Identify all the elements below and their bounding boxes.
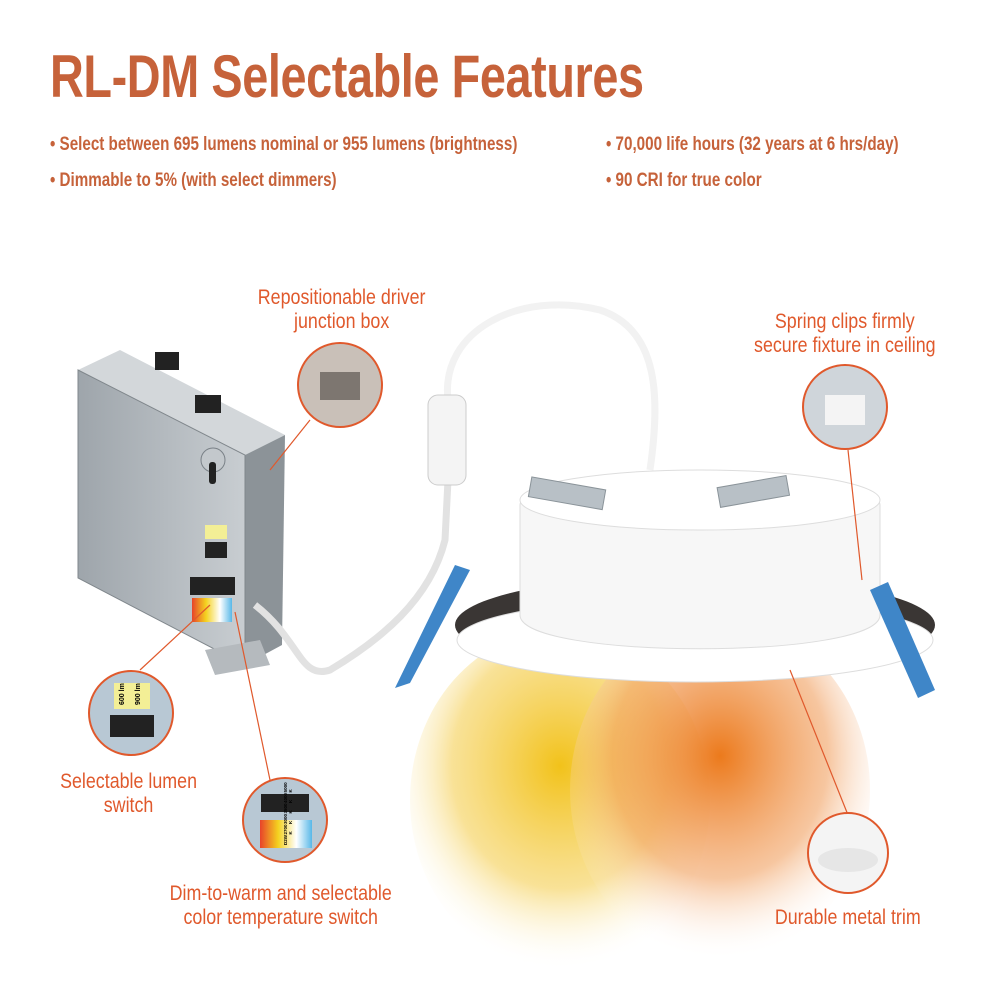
color-label: 3500 K	[283, 803, 293, 814]
lumen-switch-photo: 600 lm 900 lm	[88, 670, 174, 756]
callout-lines	[139, 419, 863, 816]
cable	[252, 301, 659, 675]
callout-line: switch	[103, 794, 154, 817]
spring-clips-photo	[802, 364, 888, 450]
callout-metal-trim: Durable metal trim	[775, 906, 921, 930]
color-label: 3000 K	[283, 813, 293, 824]
page-title: RL-DM Selectable Features	[50, 43, 644, 110]
callout-line: junction box	[294, 310, 390, 333]
color-temp-labels: D2W 2700 K 3000 K 3500 K 4000 K 5000 K	[283, 782, 293, 845]
color-label: D2W	[283, 835, 288, 845]
metal-trim-photo	[807, 812, 889, 894]
color-label: 5000 K	[283, 782, 293, 793]
color-label: 4000 K	[283, 792, 293, 803]
feature-cri: 90 CRI for true color	[606, 170, 762, 192]
connector	[427, 394, 467, 486]
light-glow	[410, 620, 870, 970]
callout-line: Selectable lumen	[60, 770, 198, 793]
lumen-label-900: 900 lm	[135, 683, 142, 705]
downlight	[395, 469, 935, 698]
feature-life-hours: 70,000 life hours (32 years at 6 hrs/day…	[606, 134, 899, 156]
color-label: 2700 K	[283, 824, 293, 835]
callout-line: Spring clips firmly	[774, 310, 915, 333]
callout-line: color temperature switch	[183, 906, 378, 929]
color-switch-photo	[242, 777, 328, 863]
junction-box	[77, 350, 285, 675]
feature-lumens: Select between 695 lumens nominal or 955…	[50, 134, 518, 156]
feature-dimmable: Dimmable to 5% (with select dimmers)	[50, 170, 337, 192]
callout-line: secure fixture in ceiling	[754, 334, 936, 357]
callout-line: Dim-to-warm and selectable	[169, 882, 392, 905]
callout-line: Durable metal trim	[774, 906, 921, 929]
lumen-label-600: 600 lm	[119, 683, 126, 705]
callout-line: Repositionable driver	[257, 286, 426, 309]
junction-box-photo	[297, 342, 383, 428]
